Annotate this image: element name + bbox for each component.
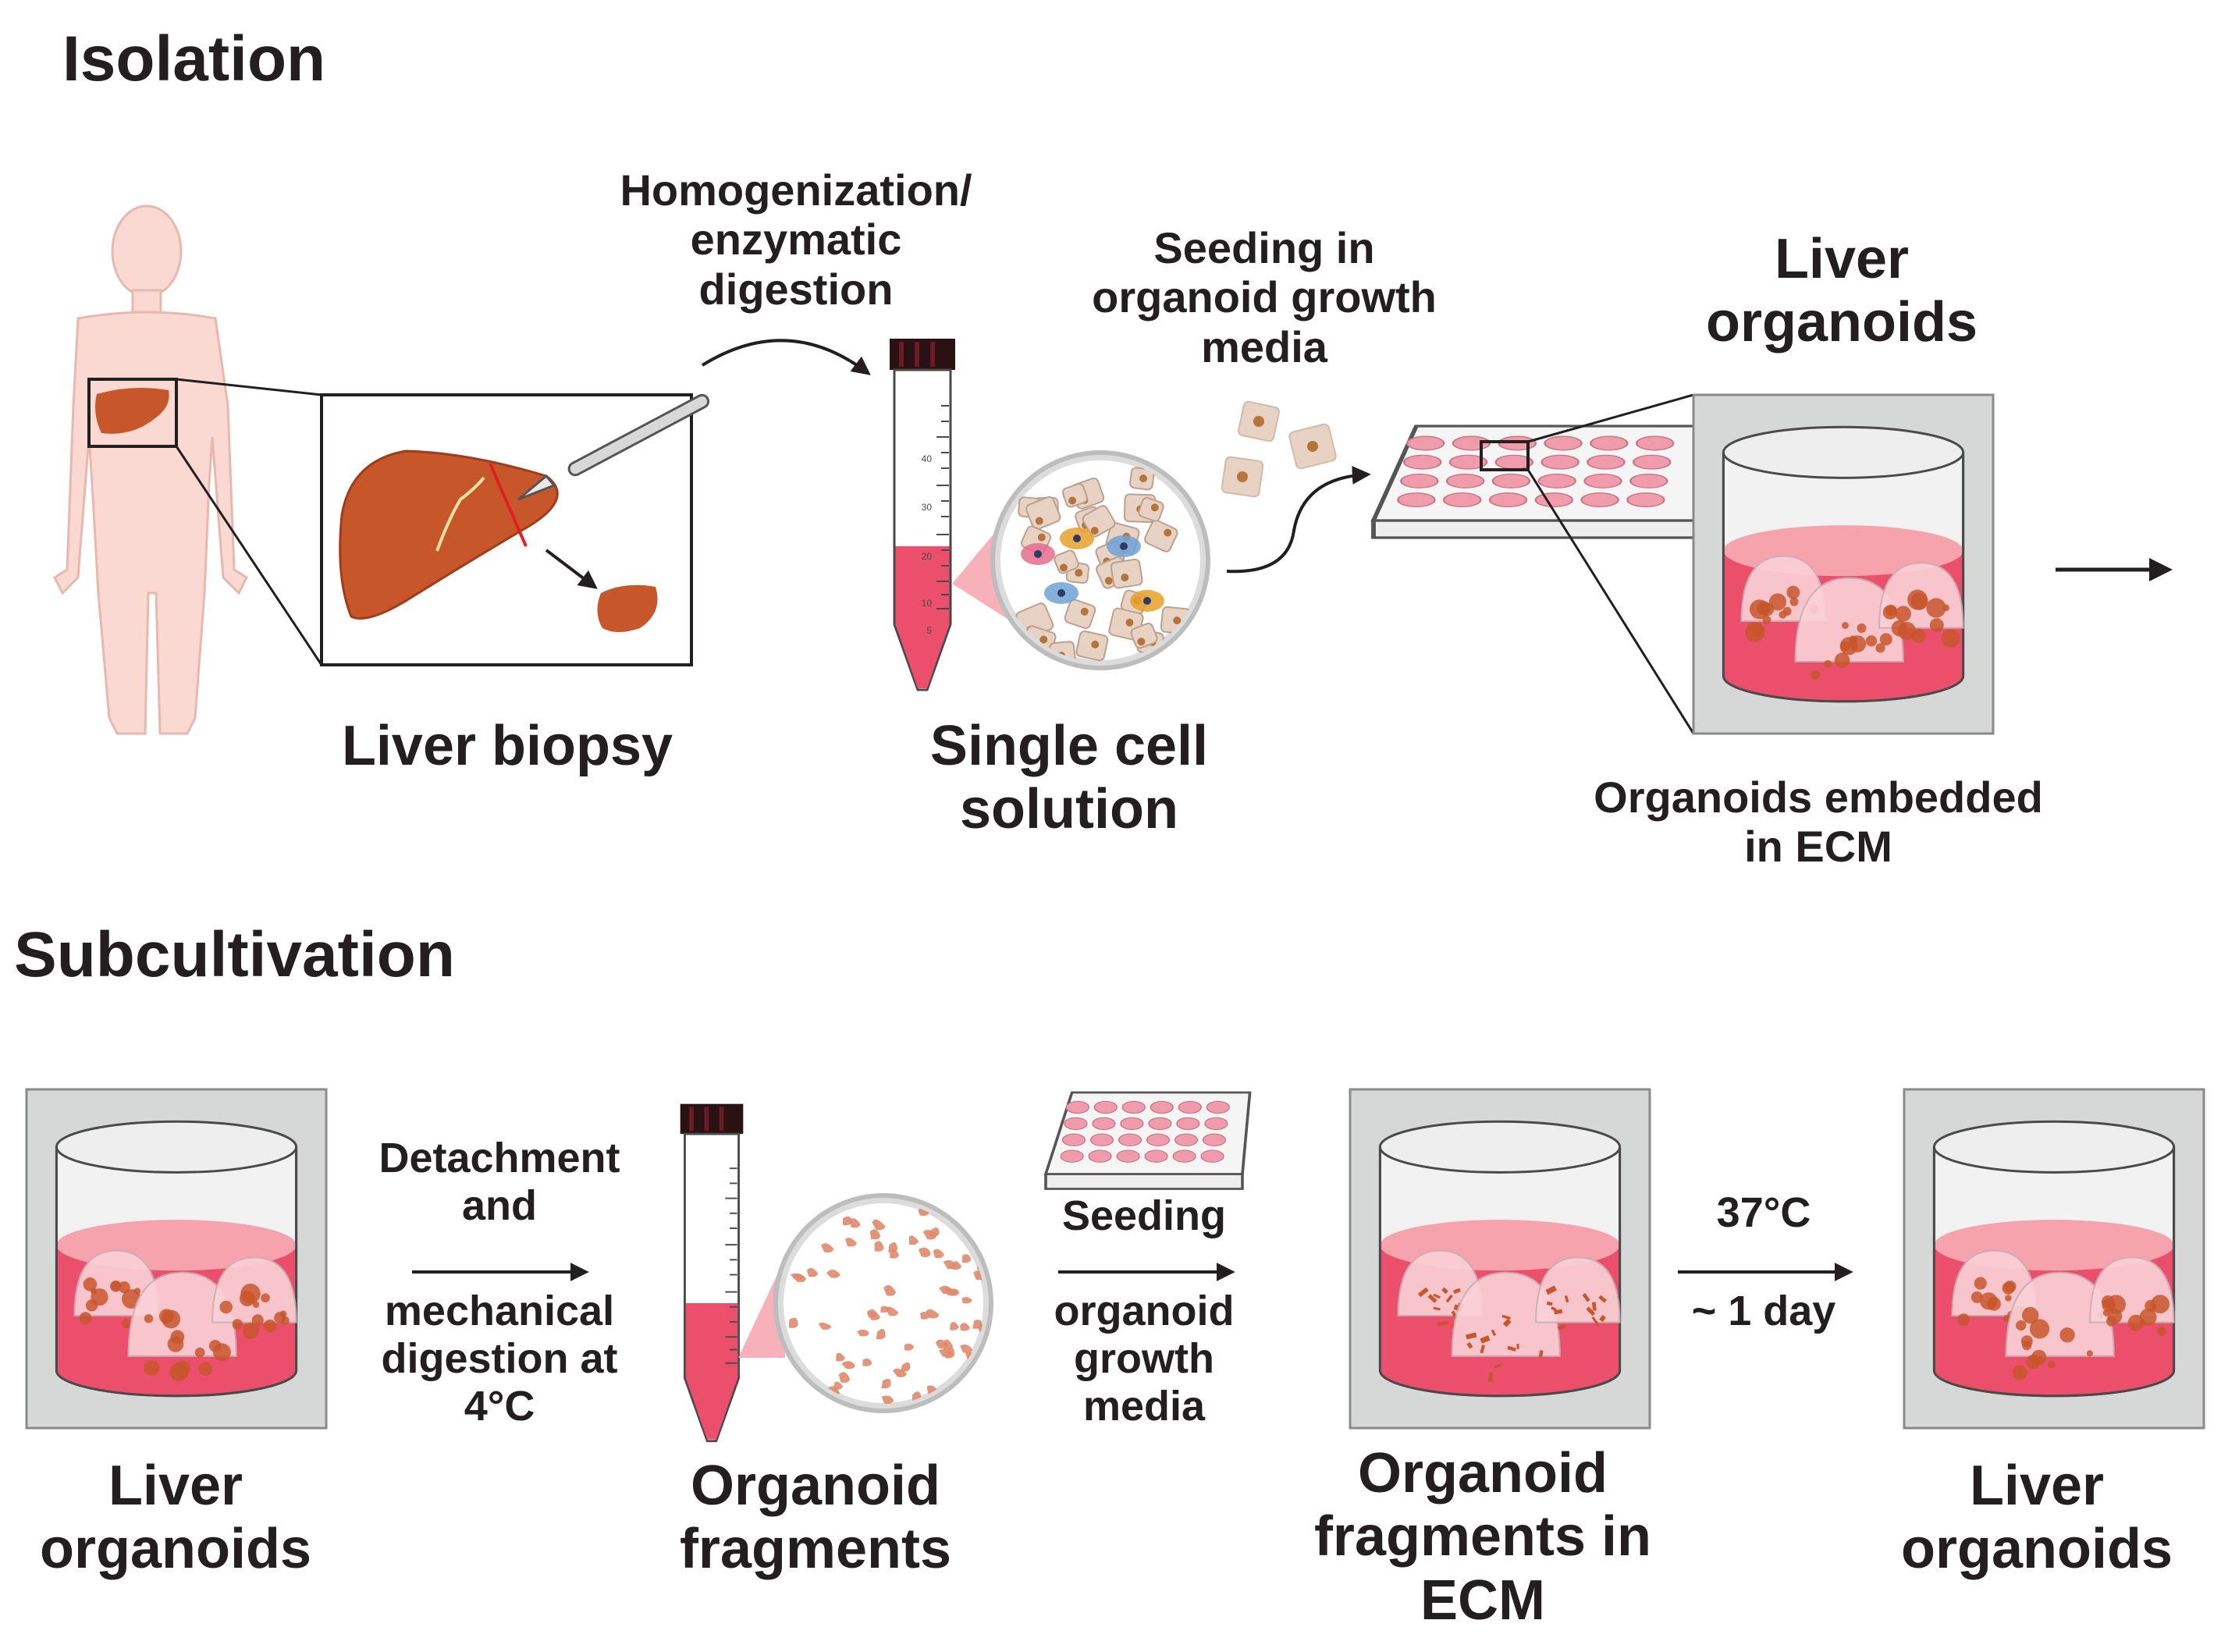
start-organoids-line: organoids bbox=[39, 1518, 311, 1581]
biopsy-arrow bbox=[545, 549, 598, 589]
tube-scale-mark: 20 bbox=[922, 551, 933, 562]
seeding-sub-line: media bbox=[1082, 1383, 1206, 1430]
zoom-line-top bbox=[1527, 393, 1694, 443]
detachment-line: digestion at bbox=[381, 1335, 618, 1383]
centrifuge-tube-1: 40 30 20 10 5 bbox=[888, 337, 957, 691]
homogenization-line: Homogenization/ bbox=[620, 165, 972, 215]
organoid-fragments bbox=[788, 1208, 985, 1405]
selected-well-box bbox=[1480, 440, 1530, 471]
isolation-title: Isolation bbox=[62, 23, 326, 94]
tube-scale-mark: 30 bbox=[922, 502, 933, 513]
seeding-label: Seeding in organoid growth media bbox=[1015, 223, 1514, 371]
seeding-sub-label-top: Seeding bbox=[1061, 1192, 1227, 1239]
detachment-line: 4°C bbox=[464, 1383, 535, 1430]
seeding-sub-line: growth bbox=[1074, 1335, 1214, 1383]
seeding-sub-label-bottom: organoid growth media bbox=[996, 1288, 1292, 1430]
detachment-line: Detachment bbox=[378, 1135, 620, 1181]
temperature-label: 37°C bbox=[1716, 1189, 1811, 1236]
liver-biopsy-label: Liver biopsy bbox=[341, 715, 673, 777]
tube-scale-mark: 5 bbox=[926, 625, 932, 636]
end-organoids-panel bbox=[1903, 1088, 2205, 1430]
floating-cells bbox=[1221, 400, 1337, 498]
embedded-line: in ECM bbox=[1744, 822, 1892, 872]
single-cell-line: solution bbox=[960, 778, 1178, 841]
human-body-icon bbox=[53, 204, 248, 735]
seeding-line: Seeding in bbox=[1153, 223, 1375, 272]
homogenization-label: Homogenization/ enzymatic digestion bbox=[562, 165, 1030, 314]
organoid-ecm-panel bbox=[1692, 393, 1995, 735]
zoom-line-bottom bbox=[1526, 469, 1695, 734]
centrifuge-tube-2 bbox=[679, 1103, 744, 1443]
zoom-line-top bbox=[176, 378, 322, 396]
fragments-ecm-line: fragments in bbox=[1313, 1505, 1652, 1569]
fragments-line: Organoid bbox=[691, 1455, 940, 1517]
fragments-ecm-panel bbox=[1349, 1088, 1651, 1430]
embedded-line: Organoids embedded bbox=[1594, 773, 2043, 822]
zoom-line-bottom bbox=[175, 446, 323, 666]
single-cell-line: Single cell bbox=[929, 715, 1209, 777]
magnify-cone bbox=[738, 1258, 785, 1358]
liver-vessel bbox=[435, 476, 485, 552]
liver-organoids-line: organoids bbox=[1705, 291, 1978, 354]
well-plate-2 bbox=[1044, 1091, 1252, 1191]
small-liver-icon bbox=[95, 387, 169, 434]
detachment-line: mechanical bbox=[384, 1288, 615, 1334]
subcultivation-title: Subcultivation bbox=[14, 919, 455, 990]
embedded-label: Organoids embedded in ECM bbox=[1537, 773, 2099, 872]
fragment-magnifier-inner bbox=[784, 1203, 983, 1403]
seeding-line: organoid growth bbox=[1092, 272, 1437, 322]
fragments-line: fragments bbox=[679, 1518, 952, 1581]
fragments-ecm-line: Organoid bbox=[1358, 1442, 1608, 1505]
fragments-ecm-line: ECM bbox=[1420, 1569, 1545, 1632]
start-organoids-panel bbox=[25, 1088, 328, 1430]
biopsy-site-box bbox=[87, 378, 178, 448]
detachment-label-bottom: mechanical digestion at 4°C bbox=[343, 1288, 656, 1430]
seeding-sub-line: organoid bbox=[1054, 1288, 1235, 1334]
scalpel-icon bbox=[517, 393, 710, 501]
liver-organoids-line: Liver bbox=[1774, 228, 1910, 290]
well-plate-1 bbox=[1373, 426, 1707, 538]
end-organoids-line: Liver bbox=[1969, 1455, 2105, 1517]
duration-label: ~ 1 day bbox=[1691, 1288, 1836, 1334]
start-organoids-line: Liver bbox=[108, 1455, 243, 1517]
end-organoids-label: Liver organoids bbox=[1842, 1455, 2221, 1582]
detachment-line: and bbox=[461, 1182, 537, 1230]
cut-line bbox=[489, 463, 528, 547]
single-cell-label: Single cell solution bbox=[835, 715, 1303, 842]
biopsy-sample-icon bbox=[597, 584, 658, 632]
detachment-label-top: Detachment and bbox=[343, 1135, 656, 1230]
seeding-line: media bbox=[1201, 322, 1327, 371]
tube-scale-mark: 10 bbox=[922, 598, 933, 609]
end-organoids-line: organoids bbox=[1900, 1518, 2173, 1581]
fragments-label: Organoid fragments bbox=[617, 1455, 1015, 1582]
start-organoids-label: Liver organoids bbox=[0, 1455, 375, 1582]
seeding-arrow bbox=[1226, 465, 1371, 574]
fragments-ecm-label: Organoid fragments in ECM bbox=[1256, 1442, 1709, 1632]
liver-organoids-label: Liver organoids bbox=[1608, 228, 2076, 355]
homogenization-arrow bbox=[701, 339, 871, 375]
tube-scale-mark: 40 bbox=[922, 453, 933, 464]
homogenization-line: digestion bbox=[698, 264, 894, 314]
homogenization-line: enzymatic bbox=[690, 215, 902, 265]
